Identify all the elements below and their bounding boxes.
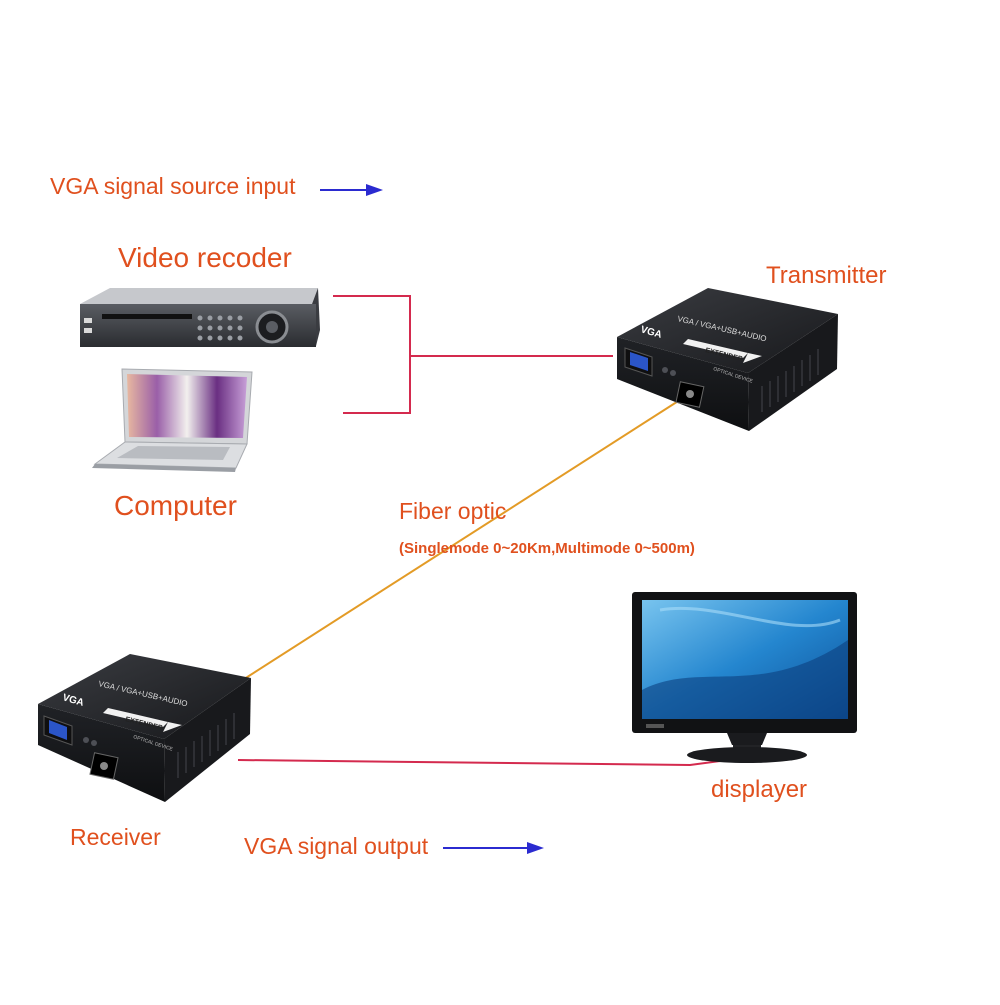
displayer-label: displayer [711,776,808,803]
vga-source-input-label: VGA signal source input [50,173,296,199]
video-recorder-image [80,288,320,347]
fiber-optic-label: Fiber optic [399,498,507,524]
receiver-device-image: VGA VGA / VGA+USB+AUDIO EXTENDER OPTICAL… [38,654,251,802]
displayer-monitor-image [632,592,857,763]
fiber-cable [215,397,684,698]
arrow-right-icon [320,184,383,196]
vga-signal-output-label: VGA signal output [244,833,429,859]
transmitter-device-image: VGA VGA / VGA+USB+AUDIO EXTENDER OPTICAL… [617,288,838,431]
vga-cable-source [333,295,613,414]
receiver-label: Receiver [70,824,161,850]
computer-laptop-image [92,368,253,472]
fiber-distance-note: (Singlemode 0~20Km,Multimode 0~500m) [399,540,695,557]
video-recorder-label: Video recoder [118,242,292,273]
arrow-right-icon [443,842,544,854]
computer-label: Computer [114,490,237,521]
transmitter-label: Transmitter [766,262,887,289]
